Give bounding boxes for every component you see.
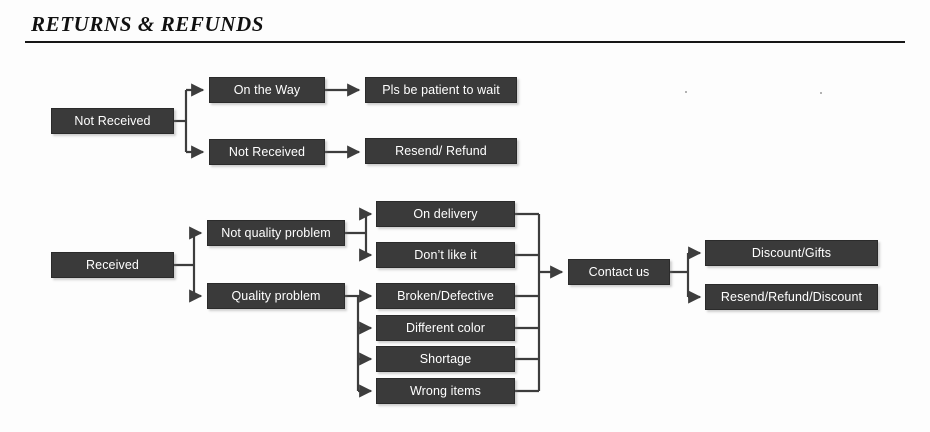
node-resend-refund-discount[interactable]: Resend/Refund/Discount	[705, 284, 878, 310]
node-not-quality-problem[interactable]: Not quality problem	[207, 220, 345, 246]
node-discount-gifts[interactable]: Discount/Gifts	[705, 240, 878, 266]
node-dont-like-it[interactable]: Don’t like it	[376, 242, 515, 268]
background-speck	[820, 92, 822, 94]
node-broken-defective[interactable]: Broken/Defective	[376, 283, 515, 309]
node-not-received-status[interactable]: Not Received	[209, 139, 325, 165]
node-different-color[interactable]: Different color	[376, 315, 515, 341]
node-on-delivery[interactable]: On delivery	[376, 201, 515, 227]
flowchart-connectors	[174, 83, 702, 398]
background-speck	[685, 91, 687, 93]
node-pls-be-patient-to-wait[interactable]: Pls be patient to wait	[365, 77, 517, 103]
node-wrong-items[interactable]: Wrong items	[376, 378, 515, 404]
page-title: RETURNS & REFUNDS	[31, 12, 265, 36]
node-contact-us[interactable]: Contact us	[568, 259, 670, 285]
node-received-root[interactable]: Received	[51, 252, 174, 278]
node-quality-problem[interactable]: Quality problem	[207, 283, 345, 309]
node-shortage[interactable]: Shortage	[376, 346, 515, 372]
page-header: RETURNS & REFUNDS	[0, 0, 930, 48]
title-divider	[25, 41, 905, 43]
flowchart: Not Received On the Way Not Received Pls…	[0, 48, 930, 432]
node-resend-refund[interactable]: Resend/ Refund	[365, 138, 517, 164]
node-not-received-root[interactable]: Not Received	[51, 108, 174, 134]
node-on-the-way[interactable]: On the Way	[209, 77, 325, 103]
